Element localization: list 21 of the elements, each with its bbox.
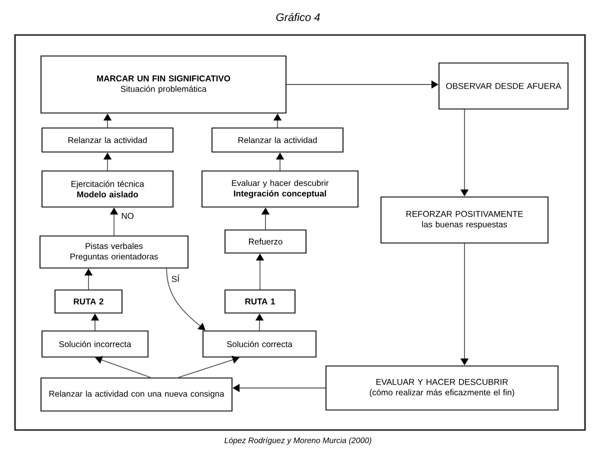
process-box: Refuerzo: [224, 229, 307, 254]
route-box: RUTA 2: [54, 289, 123, 314]
edge-label: NO: [120, 212, 135, 220]
process-box: Pistas verbales Preguntas orientadoras: [39, 235, 189, 269]
arrow: [178, 356, 240, 378]
title: Gráfico 4: [276, 12, 320, 22]
arrow: [166, 268, 206, 330]
process-box: OBSERVAR DESDE AFUERA: [438, 62, 569, 110]
process-box: Evaluar y hacer descubrir Integración conceptual: [201, 170, 359, 208]
process-box: Ejercitación técnica Modelo aislado: [41, 170, 174, 208]
process-box: MARCAR UN FIN SIGNIFICATIVO Situación problemática: [40, 55, 287, 114]
edge-label: SÍ: [170, 274, 180, 283]
process-box: EVALUAR Y HACER DESCUBRIR (cómo realizar más eficazmente el fin): [325, 365, 559, 411]
route-box: RUTA 1: [224, 289, 296, 314]
process-box: Relanzar la actividad: [41, 127, 174, 153]
process-box: Solución correcta: [202, 330, 317, 358]
arrow: [95, 356, 151, 378]
process-box: Relanzar la actividad: [211, 127, 344, 153]
process-box: Relanzar la actividad con una nueva consigna: [40, 377, 233, 412]
process-box: Solución incorrecta: [41, 330, 149, 358]
process-box: REFORZAR POSITIVAMENTE las buenas respuestas: [380, 196, 549, 244]
